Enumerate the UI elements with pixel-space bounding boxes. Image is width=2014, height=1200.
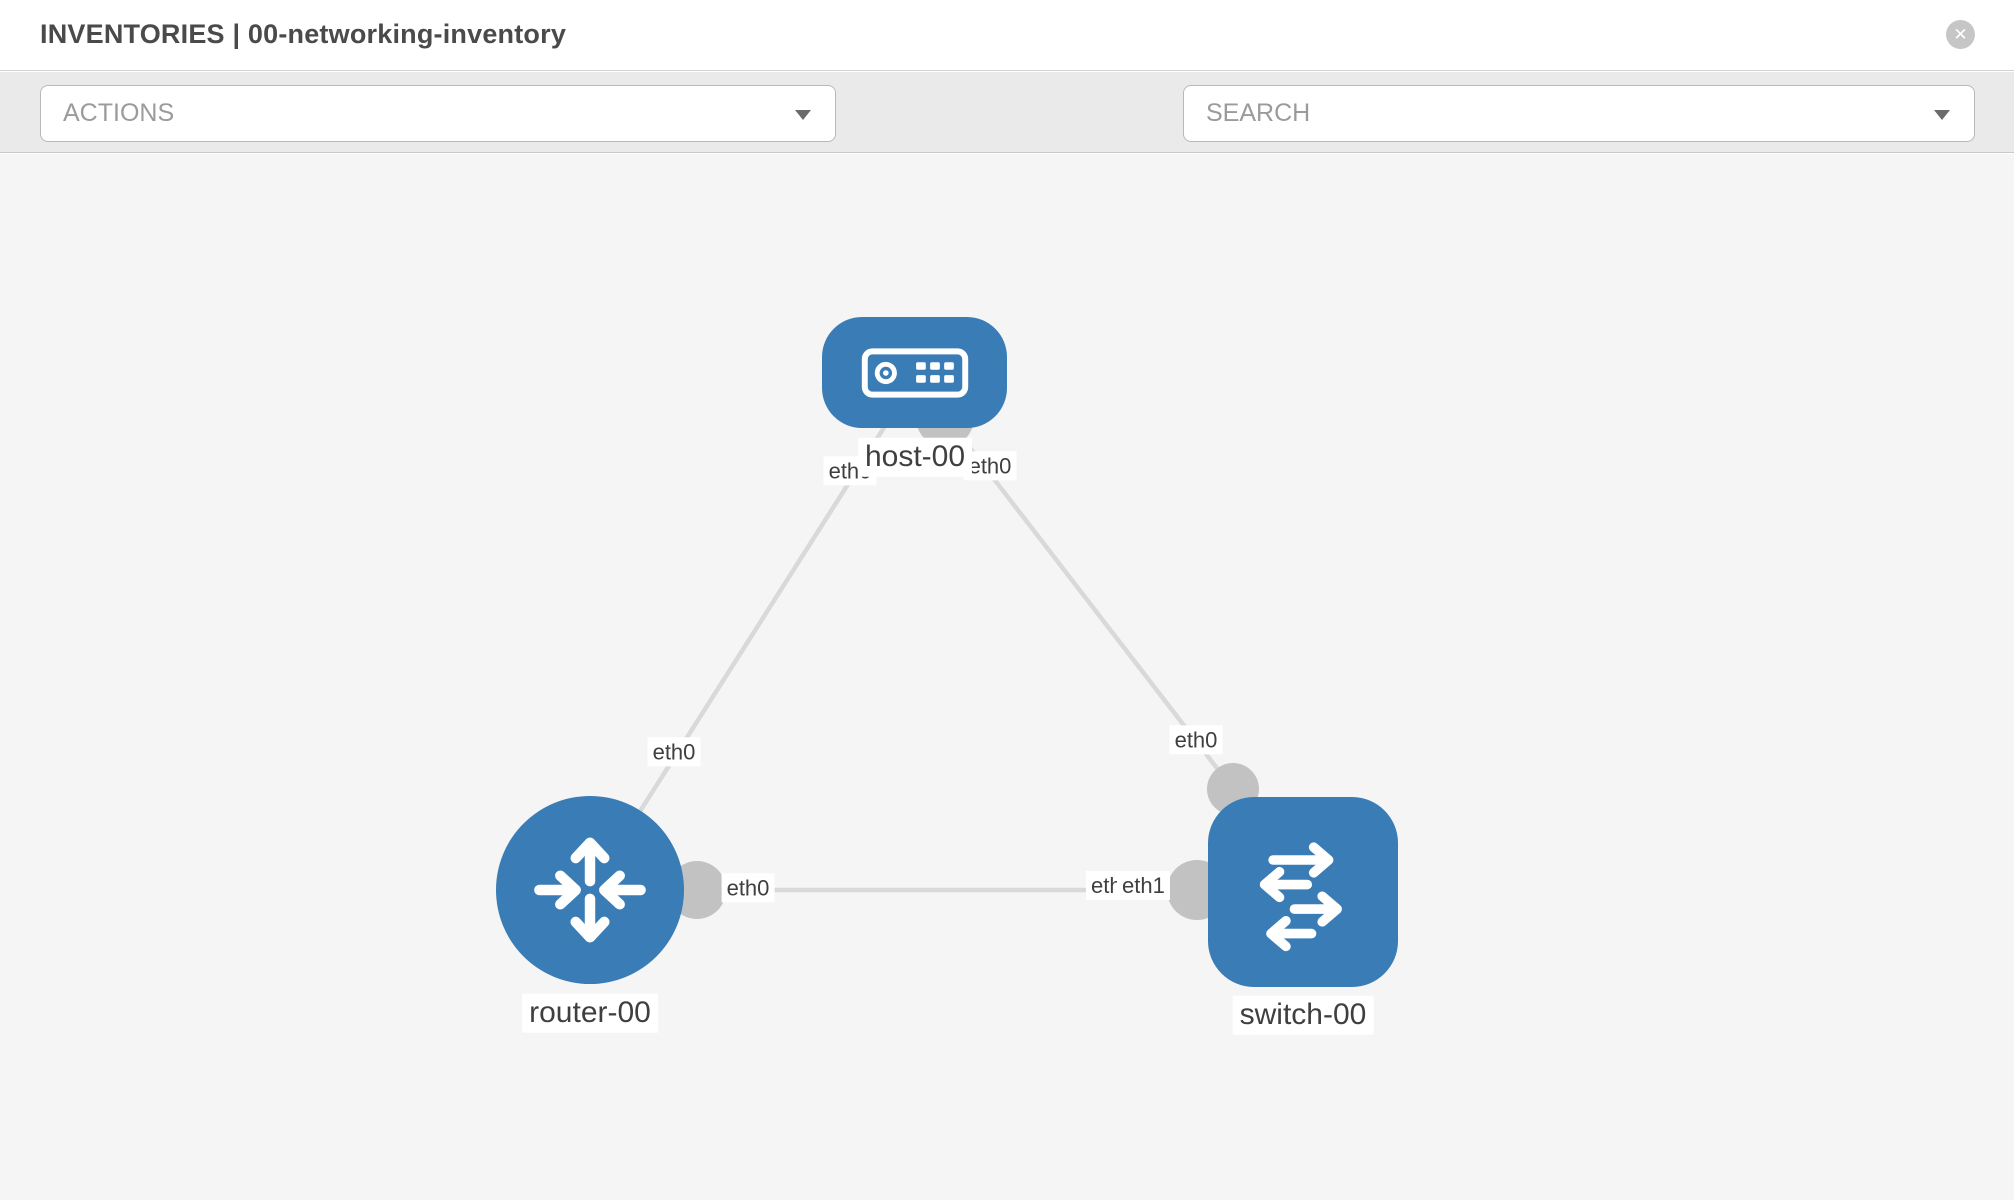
search-dropdown[interactable]: SEARCH	[1183, 85, 1975, 142]
close-icon-glyph: ✕	[1953, 24, 1968, 44]
interface-label: eth0	[721, 873, 775, 903]
host-icon	[861, 347, 968, 398]
chevron-down-icon	[795, 110, 811, 120]
search-dropdown-label: SEARCH	[1206, 99, 1311, 127]
page-title: INVENTORIES | 00-networking-inventory	[40, 19, 567, 49]
topology-links-layer	[588, 389, 1303, 920]
actions-dropdown[interactable]: ACTIONS	[40, 85, 836, 142]
interface-label: eth1	[1117, 871, 1170, 901]
node-label-switch: switch-00	[1232, 995, 1374, 1035]
interface-label: eth0	[963, 451, 1017, 481]
node-label-host: host-00	[857, 437, 973, 477]
topology-canvas[interactable]: eth0 eth0 eth0 eth0 eth0 eth0 eth1 host-…	[0, 154, 2014, 1200]
toolbar: ACTIONS SEARCH	[0, 72, 2014, 204]
close-icon[interactable]: ✕	[1946, 20, 1975, 49]
actions-dropdown-label: ACTIONS	[63, 99, 175, 127]
router-icon	[534, 837, 646, 943]
chevron-down-icon	[1934, 110, 1950, 120]
node-switch-00[interactable]	[1208, 797, 1398, 987]
node-host-00[interactable]	[822, 317, 1007, 428]
interface-label: eth0	[647, 737, 701, 767]
node-label-router: router-00	[522, 993, 658, 1033]
node-router-00[interactable]	[496, 796, 684, 984]
header: INVENTORIES | 00-networking-inventory ✕	[0, 0, 2014, 71]
interface-label: eth0	[1169, 725, 1223, 755]
switch-icon	[1259, 842, 1342, 952]
